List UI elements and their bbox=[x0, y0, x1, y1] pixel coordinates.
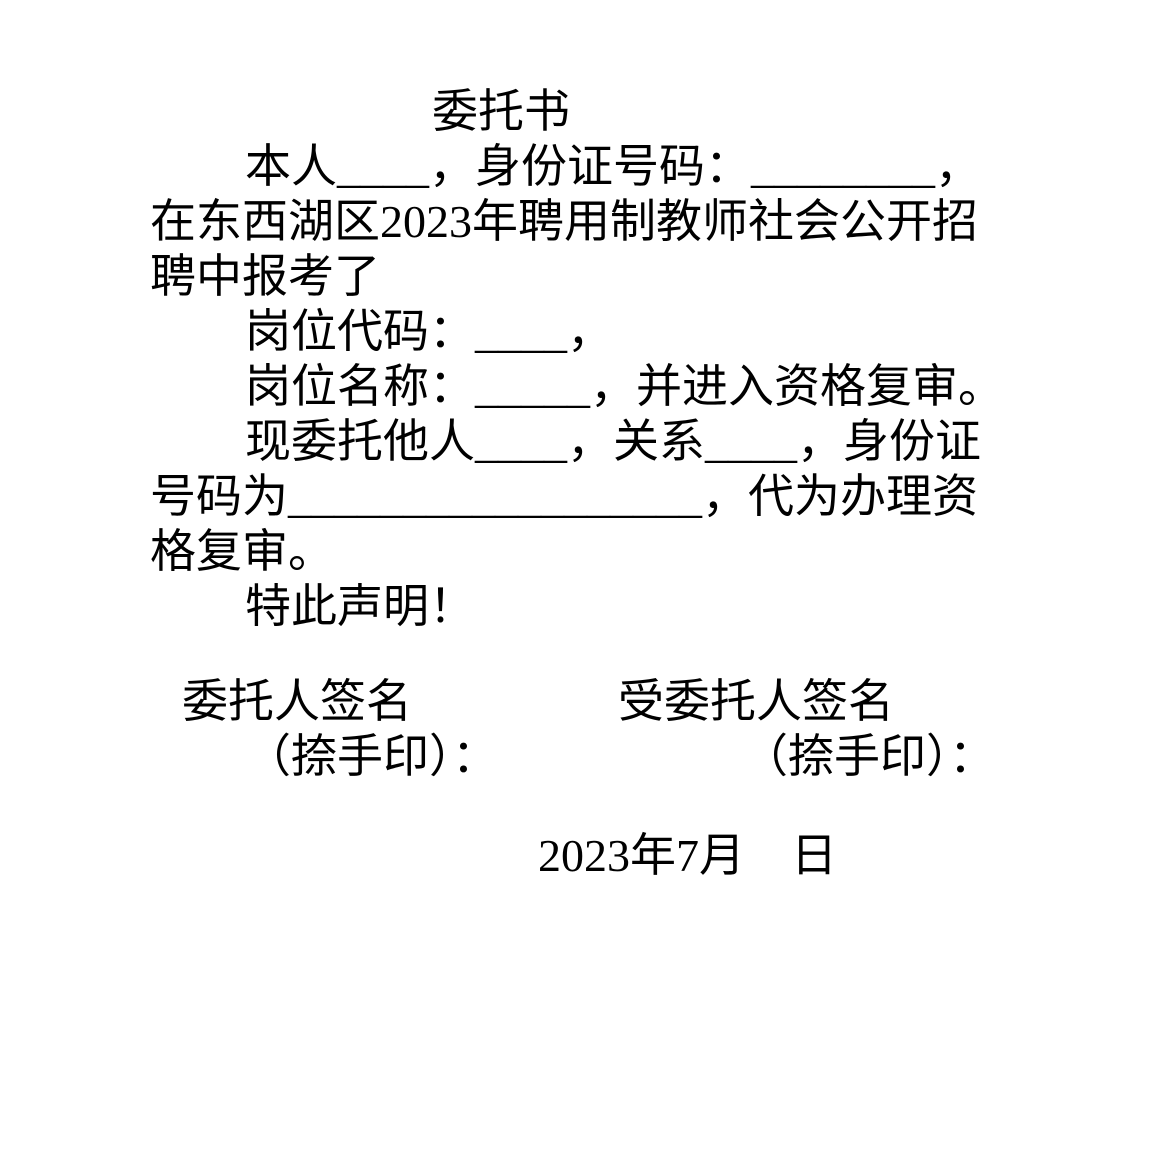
position-code-blank: ____ bbox=[475, 306, 567, 357]
text: 现委托他人 bbox=[245, 416, 475, 467]
text: 本人 bbox=[245, 141, 337, 192]
document-title: 委托书 bbox=[432, 86, 570, 137]
text: ，代为办理资 bbox=[702, 471, 978, 522]
text: ，关系 bbox=[567, 416, 705, 467]
label: 岗位名称： bbox=[245, 361, 475, 412]
text: ，并进入资格复审。 bbox=[590, 361, 1004, 412]
principal-signature-label: 委托人签名 bbox=[182, 676, 412, 727]
agent-name-blank: ____ bbox=[475, 416, 567, 467]
position-name-line: 岗位名称：_____，并进入资格复审。 bbox=[245, 359, 1004, 414]
paragraph-line-1: 本人____，身份证号码：________， bbox=[245, 139, 981, 194]
label: 岗位代码： bbox=[245, 306, 475, 357]
paragraph-line-2: 在东西湖区2023年聘用制教师社会公开招 bbox=[150, 196, 978, 247]
text: ， bbox=[935, 141, 981, 192]
id-number-blank: ________ bbox=[751, 141, 935, 192]
paragraph-line-8: 格复审。 bbox=[150, 526, 334, 577]
text: ， bbox=[567, 306, 613, 357]
agent-signature-label: 受委托人签名 bbox=[618, 676, 894, 727]
text: ，身份证号码： bbox=[429, 141, 751, 192]
relation-blank: ____ bbox=[705, 416, 797, 467]
text: ，身份证 bbox=[797, 416, 981, 467]
agent-line: 现委托他人____，关系____，身份证 bbox=[245, 414, 981, 469]
position-code-line: 岗位代码：____， bbox=[245, 304, 613, 359]
position-name-blank: _____ bbox=[475, 361, 590, 412]
declaration: 特此声明！ bbox=[245, 581, 475, 632]
agent-fingerprint-note: （捺手印）： bbox=[742, 731, 995, 782]
name-blank: ____ bbox=[337, 141, 429, 192]
text: 号码为 bbox=[150, 471, 288, 522]
agent-id-line: 号码为__________________，代为办理资 bbox=[150, 469, 978, 524]
agent-id-blank: __________________ bbox=[288, 471, 702, 522]
principal-fingerprint-note: （捺手印）： bbox=[245, 731, 498, 782]
document-date: 2023年7月 日 bbox=[538, 830, 837, 881]
paragraph-line-3: 聘中报考了 bbox=[150, 251, 380, 302]
